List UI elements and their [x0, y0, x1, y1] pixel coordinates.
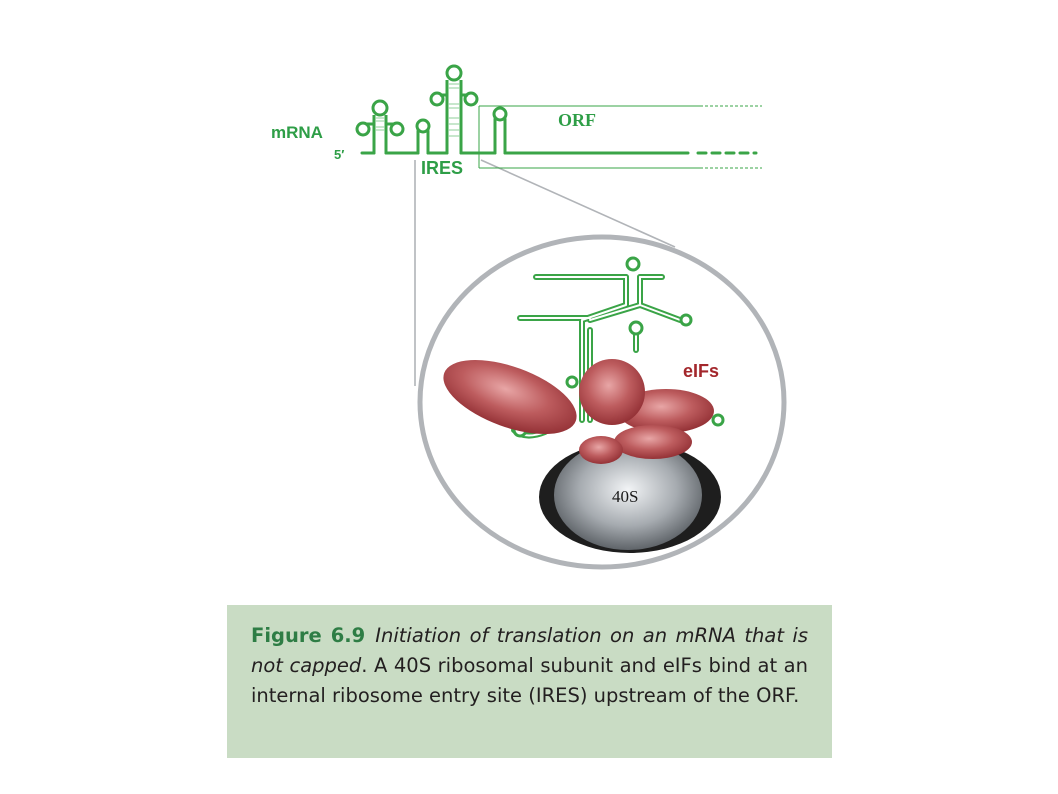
zoom-connector-lines — [414, 159, 676, 386]
mrna-strand — [360, 111, 758, 155]
orf-label: ORF — [558, 110, 596, 130]
stem-loop-3-base-pairs — [448, 83, 460, 137]
ires-diagram: mRNA 5′ IRES ORF — [271, 64, 787, 570]
eif-lower — [614, 425, 692, 459]
stem-loop-3 — [429, 64, 479, 113]
caption-body-text: . A 40S ribosomal subunit and eIFs bind … — [251, 654, 808, 707]
stem-loop-1 — [355, 99, 405, 137]
ribosome-label: 40S — [612, 487, 638, 506]
eif-large-left — [443, 360, 577, 434]
stem-loop-1-base-pairs — [375, 117, 385, 131]
ires-label: IRES — [421, 158, 463, 178]
mrna-label: mRNA — [271, 123, 323, 142]
stem-loop-4 — [492, 106, 508, 122]
eifs-label: eIFs — [683, 361, 719, 381]
eif-proteins — [443, 359, 714, 464]
ribosome-40s — [539, 440, 721, 553]
figure-number: Figure 6.9 — [251, 624, 366, 647]
five-prime-label: 5′ — [334, 147, 344, 162]
eif-center — [579, 359, 645, 425]
stem-loop-2 — [415, 118, 431, 134]
eif-small — [579, 436, 623, 464]
caption-italic-text: Initiation of translation on an mRNA tha… — [251, 624, 808, 677]
orf-box — [478, 105, 762, 169]
